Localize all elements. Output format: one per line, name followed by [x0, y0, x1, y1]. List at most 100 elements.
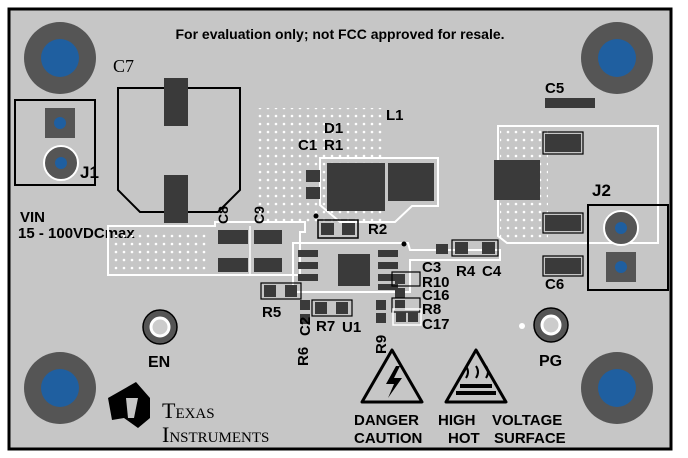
pin1-marker-u1	[401, 241, 407, 247]
fcc-notice: For evaluation only; not FCC approved fo…	[175, 26, 504, 42]
u1-pin-r2	[378, 262, 398, 269]
d1-pad	[327, 163, 385, 211]
r7-pad-1	[315, 302, 327, 314]
output-inductor-pad	[494, 160, 540, 200]
label-c16: C16	[422, 287, 450, 304]
r9-pad-1	[376, 300, 386, 310]
c17-pad-1	[396, 312, 406, 322]
label-r4: R4	[456, 263, 476, 280]
c1-pad-1	[306, 170, 320, 182]
c9-pad-1	[254, 230, 282, 244]
label-r6: R6	[295, 347, 312, 366]
label-c6: C6	[545, 276, 564, 293]
ti-logo-icon	[108, 382, 150, 428]
u1-body	[338, 254, 370, 286]
u1-pin-r3	[378, 274, 398, 281]
r4-outline	[451, 239, 499, 257]
pin1-marker-r2	[313, 213, 319, 219]
r2-pad-1	[321, 223, 334, 235]
logo-texas: Texas	[162, 398, 215, 423]
c7-outline	[117, 87, 241, 213]
c7-pad-top	[164, 78, 188, 126]
label-c8: C8	[215, 206, 231, 224]
label-vin: VIN	[20, 209, 45, 226]
label-c4: C4	[482, 263, 502, 280]
via-field-input	[112, 230, 210, 272]
l1-pad	[388, 163, 434, 201]
j1-pin-2-hole	[55, 157, 67, 169]
r2-pad-2	[342, 223, 355, 235]
u1-pin-l2	[298, 262, 318, 269]
warning-voltage: VOLTAGE	[492, 412, 562, 429]
c16-pad	[395, 288, 405, 298]
label-r7: R7	[316, 318, 335, 335]
c2-pad-2	[300, 314, 310, 324]
r4-pad-2	[482, 242, 495, 254]
label-pg: PG	[539, 353, 562, 370]
u1-pin-r4	[378, 284, 398, 290]
label-r10: R10	[422, 274, 450, 291]
u1-pour	[292, 242, 501, 293]
hot-surface-warning-icon	[444, 348, 508, 404]
warning-danger: DANGER	[354, 412, 419, 429]
testpoint-en-inner	[149, 316, 171, 338]
r8-pad	[395, 300, 405, 310]
r5-pad-2	[285, 285, 297, 297]
c2-pad-1	[300, 300, 310, 310]
warning-high: HIGH	[438, 412, 476, 429]
c6-outline-bottom	[542, 255, 584, 277]
label-r2: R2	[368, 221, 387, 238]
j2-pin-1-hole	[615, 222, 627, 234]
r4-pad-1	[455, 242, 468, 254]
label-c17: C17	[422, 316, 450, 333]
u1-pin-l3	[298, 274, 318, 281]
j2-connector-outline	[587, 204, 669, 291]
c8-pad-1	[218, 230, 248, 244]
label-u1: U1	[342, 319, 361, 336]
c9-pad-2	[254, 258, 282, 272]
c3-pad-1	[436, 244, 448, 254]
j1-pin-1-hole	[54, 117, 66, 129]
label-r1: R1	[324, 137, 343, 154]
r2-outline	[317, 219, 359, 239]
u1-pin-r1	[378, 250, 398, 257]
c5-pad-bottom	[545, 134, 581, 152]
label-r8: R8	[422, 301, 441, 318]
c6-pad-top	[545, 215, 581, 231]
warning-surface: SURFACE	[494, 430, 566, 447]
warning-hot: HOT	[448, 430, 480, 447]
label-l1: L1	[386, 107, 404, 124]
r5-pad-1	[264, 285, 276, 297]
input-copper-pour	[107, 221, 306, 276]
u1-pin-l1	[298, 250, 318, 257]
c7-pad-bottom	[164, 175, 188, 223]
c17-pad-2	[408, 312, 418, 322]
pg-marker-dot	[519, 323, 525, 329]
mounting-hole-top-right	[581, 22, 653, 94]
label-d1: D1	[324, 120, 343, 137]
r10-outline	[391, 271, 421, 287]
label-r9: R9	[373, 335, 390, 354]
label-vin-range: 15 - 100VDCmax	[18, 225, 135, 242]
r10-pad	[395, 274, 405, 284]
c6-outline-top	[542, 212, 584, 234]
label-c2: C2	[297, 317, 314, 336]
c8-pad-2	[218, 258, 248, 272]
label-c1: C1	[298, 137, 317, 154]
c6-pad-bottom	[545, 258, 581, 274]
r7-outline	[311, 299, 353, 317]
j1-connector-outline	[14, 99, 96, 186]
r9-pad-2	[376, 313, 386, 323]
mounting-hole-top-left	[24, 22, 96, 94]
j2-pin-2-hole	[615, 261, 627, 273]
output-copper-pour	[497, 125, 659, 244]
warning-caution: CAUTION	[354, 430, 422, 447]
testpoint-pg-inner	[540, 314, 562, 336]
mounting-hole-bottom-left	[24, 352, 96, 424]
label-en: EN	[148, 354, 170, 371]
logo-instruments: Instruments	[162, 422, 269, 447]
high-voltage-warning-icon	[360, 348, 424, 404]
label-r5: R5	[262, 304, 281, 321]
r7-pad-2	[336, 302, 348, 314]
switch-node-pour	[319, 157, 439, 223]
